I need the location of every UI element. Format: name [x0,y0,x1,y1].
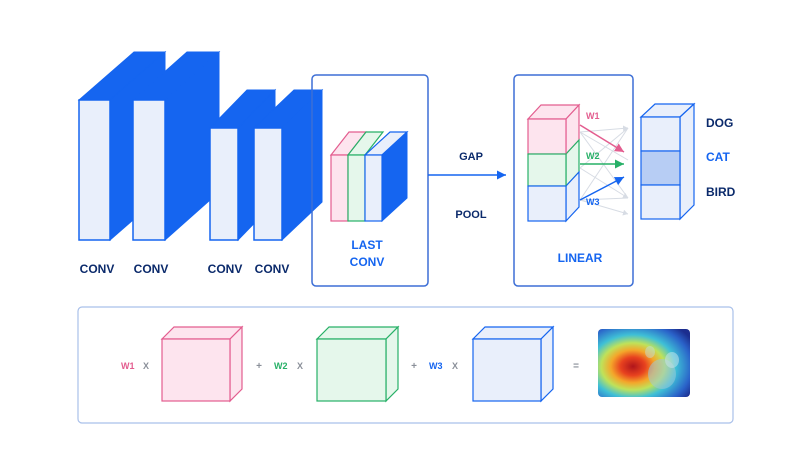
last-conv-label-line1: LAST [351,238,383,252]
plus-1: + [256,361,262,372]
w1-arrow [579,124,625,153]
term1-feature-cube [160,325,244,403]
faint-connections [579,125,629,216]
conv-label-1: CONV [80,262,115,276]
w2-label: W2 [586,151,600,161]
output-vector [639,102,696,221]
equals-sign: = [573,361,579,372]
heatmap-image-icon [598,329,690,397]
conv-label-3: CONV [208,262,243,276]
conv-label-4: CONV [255,262,290,276]
term3-feature-cube [471,325,555,403]
output-label-cat: CAT [706,150,730,164]
term3-times: X [452,361,458,371]
last-conv-feature-maps [329,130,409,223]
output-label-dog: DOG [706,116,733,130]
linear-frame [513,74,634,287]
w3-label: W3 [586,197,600,207]
w1-label: W1 [586,111,600,121]
term2-weight: W2 [274,361,288,371]
conv-block-2 [131,50,221,242]
term2-feature-cube [315,325,400,403]
last-conv-label-line2: CONV [350,255,385,269]
formula-panel [77,306,734,424]
term1-times: X [143,361,149,371]
pooled-vector [526,103,581,223]
output-label-bird: BIRD [706,185,736,199]
linear-label: LINEAR [558,251,603,265]
term3-weight: W3 [429,361,443,371]
last-conv-frame [311,74,429,287]
w3-arrow [579,176,625,201]
pool-label: POOL [455,209,486,221]
plus-2: + [411,361,417,372]
gap-label: GAP [459,151,483,163]
term2-times: X [297,361,303,371]
term1-weight: W1 [121,361,135,371]
conv-label-2: CONV [134,262,169,276]
